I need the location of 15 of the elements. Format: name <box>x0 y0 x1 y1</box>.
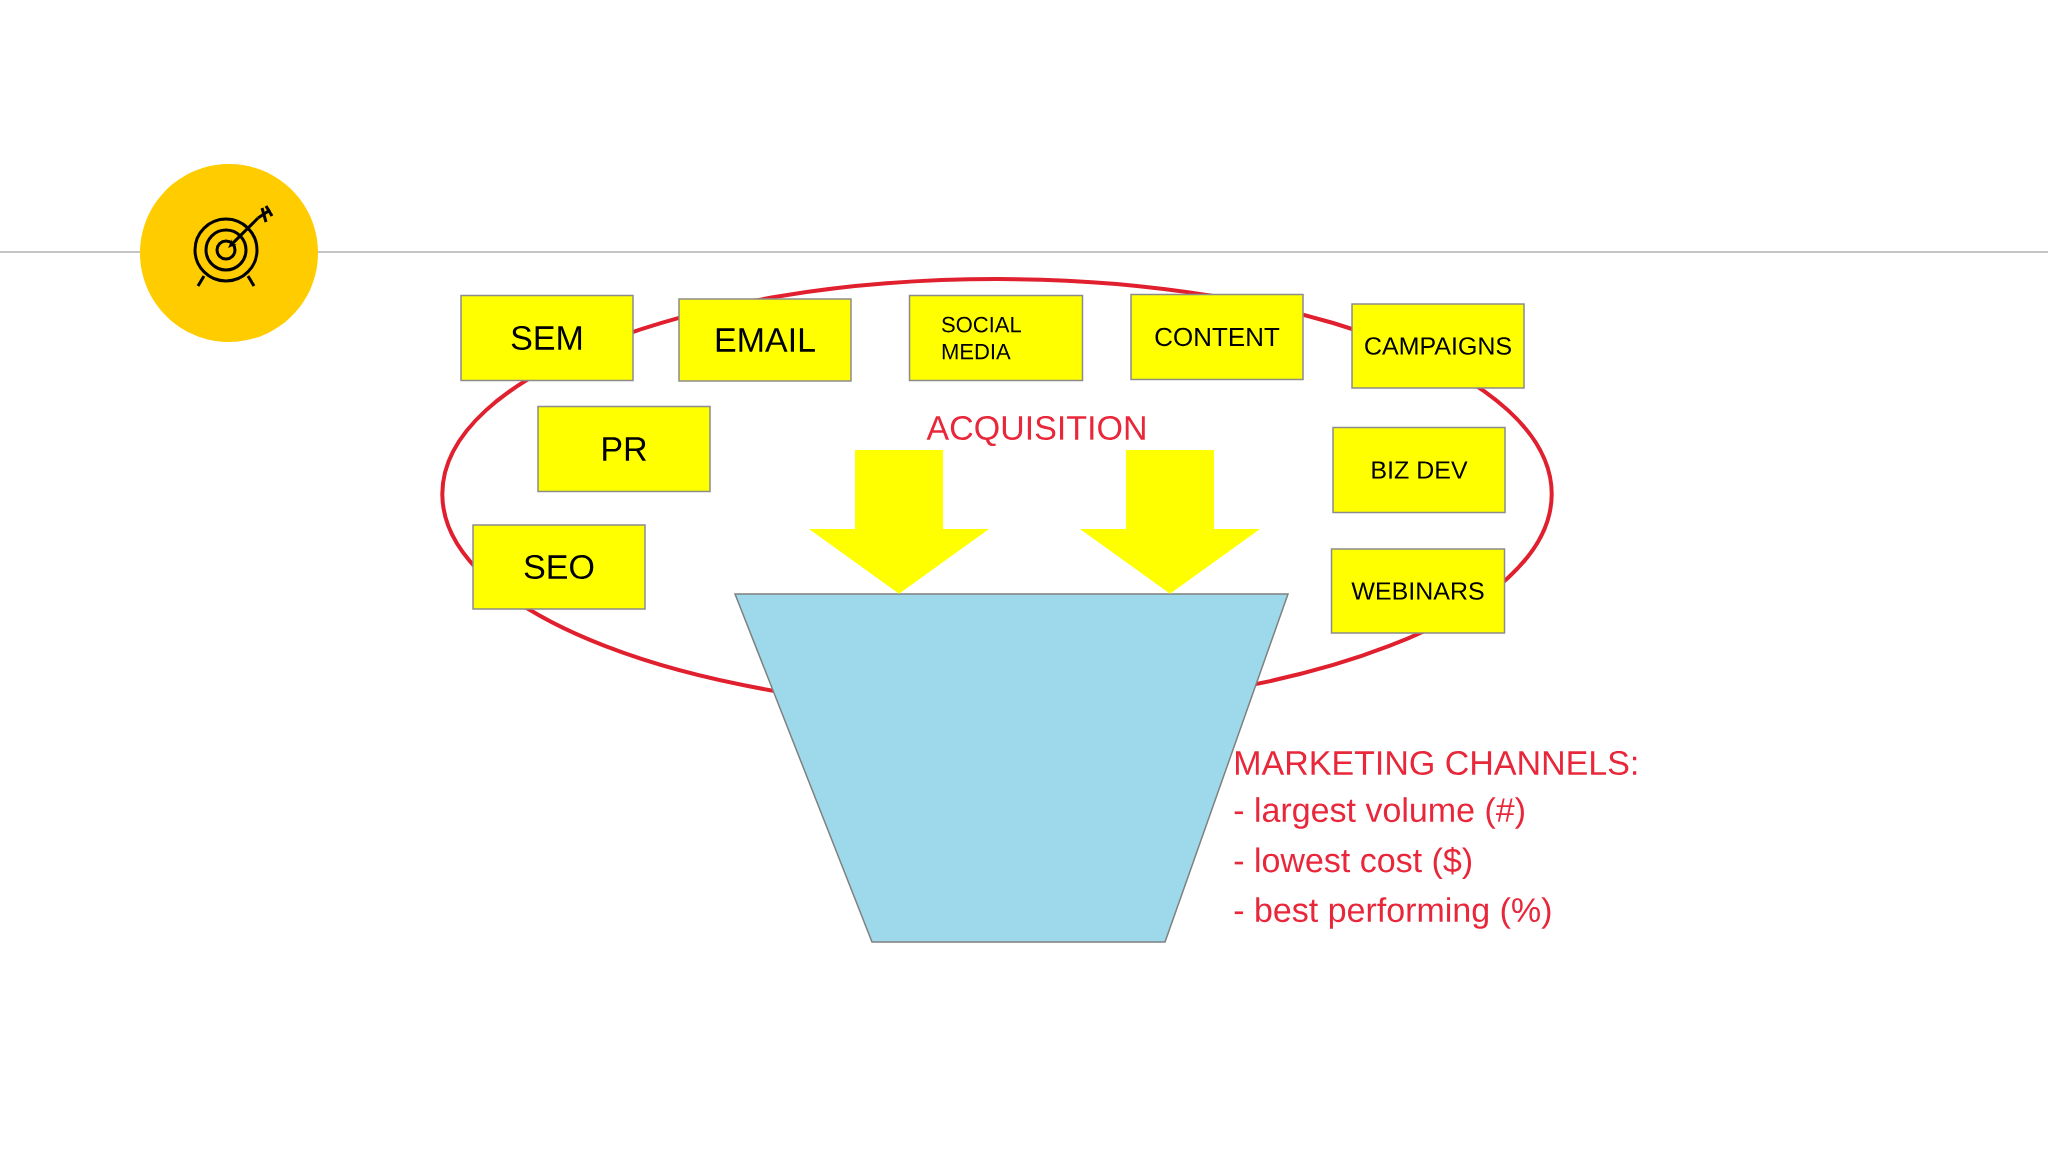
note-text: - largest volume (#) <box>1234 797 1524 829</box>
channel-box: WEBINARS <box>1330 548 1506 634</box>
note-text: - best performing (%) <box>1234 897 1551 929</box>
channel-box: SEO <box>472 524 646 610</box>
channel-box: BIZ DEV <box>1332 426 1506 514</box>
channel-box: SOCIAL MEDIA <box>908 294 1084 382</box>
channel-box: EMAIL <box>678 298 852 382</box>
block-arrow <box>809 450 989 594</box>
channel-box: CONTENT <box>1130 293 1304 381</box>
channel-box: PR <box>537 405 711 493</box>
block-arrow <box>1080 450 1260 594</box>
channel-box: CAMPAIGNS <box>1351 303 1525 389</box>
note-text: MARKETING CHANNELS: <box>1236 750 1637 776</box>
channel-box: SEM <box>460 294 634 382</box>
note-text: - lowest cost ($) <box>1234 846 1471 880</box>
